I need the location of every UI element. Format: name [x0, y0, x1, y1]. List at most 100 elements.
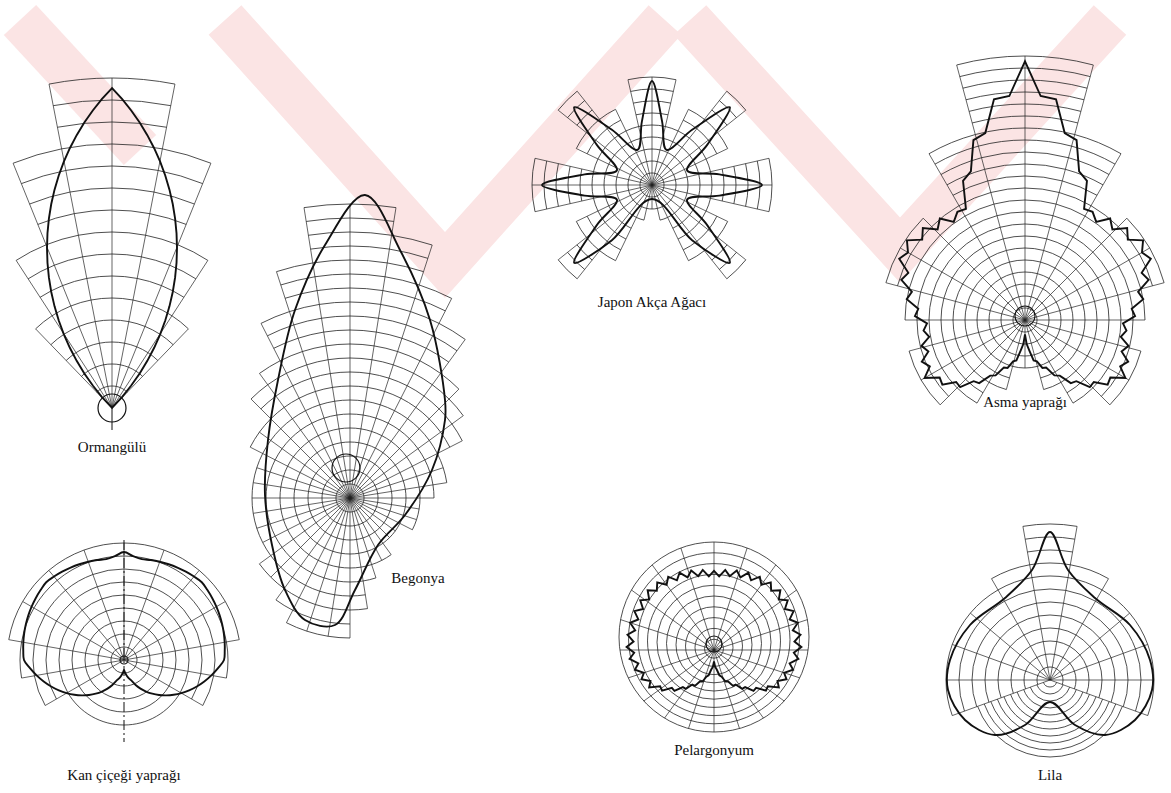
grid-arc — [286, 623, 306, 631]
grid-arc — [180, 628, 188, 649]
grid-arc — [350, 218, 394, 221]
grid-arc — [1070, 646, 1080, 655]
grid-arc — [952, 362, 965, 379]
grid-ray — [652, 185, 772, 186]
grid-arc — [998, 680, 1001, 698]
grid-arc — [370, 478, 373, 481]
grid-arc — [1031, 297, 1037, 299]
grid-arc — [1110, 630, 1124, 653]
grid-arc — [99, 342, 112, 343]
grid-arc — [350, 553, 359, 555]
grid-arc — [331, 535, 337, 538]
grid-arc — [281, 419, 293, 429]
grid-arc — [136, 658, 137, 663]
grid-arc — [112, 78, 175, 84]
grid-ray — [644, 650, 714, 701]
grid-arc — [1001, 274, 1013, 279]
grid-rays — [620, 542, 808, 732]
grid-arc — [1028, 330, 1031, 331]
grid-arc — [974, 258, 989, 269]
grid-arc — [616, 177, 618, 185]
grid-arc — [959, 680, 964, 711]
grid-arc — [1043, 641, 1057, 643]
grid-arc — [704, 237, 717, 250]
grid-arc — [111, 658, 112, 663]
grid-arc — [978, 140, 1025, 146]
grid-arc — [1019, 330, 1022, 331]
grid-arc — [28, 265, 54, 279]
grid-arc — [952, 261, 965, 278]
grid-ray — [923, 218, 1025, 320]
grid-arc — [369, 532, 375, 535]
grid-arc — [628, 180, 630, 185]
grid-arc — [294, 318, 322, 325]
grid-ray — [952, 644, 1050, 680]
grid-arc — [944, 278, 952, 298]
grid-ray — [124, 550, 164, 660]
grid-arc — [387, 479, 390, 485]
grid-arc — [85, 653, 87, 667]
grid-arc — [387, 263, 423, 272]
grid-arc — [1004, 332, 1008, 337]
grid-arc — [300, 523, 305, 530]
grid-arc — [596, 129, 607, 140]
grid-arc — [959, 649, 964, 680]
grid-arc — [1025, 152, 1068, 158]
grid-arc — [112, 210, 150, 214]
grid-arc — [687, 185, 689, 193]
grid-arc — [675, 180, 677, 185]
grid-ray — [23, 602, 124, 661]
grid-arc — [1025, 200, 1056, 204]
grid-arc — [594, 198, 598, 211]
grid-arc — [674, 190, 676, 195]
grid-arc — [644, 149, 652, 151]
grid-arc — [600, 251, 616, 261]
grid-arc — [1040, 669, 1043, 672]
grid-arc — [1127, 218, 1150, 248]
grid-arc — [1017, 328, 1019, 330]
grid-ray — [350, 498, 417, 520]
grid-ray — [350, 298, 452, 498]
grid-arc — [350, 260, 387, 263]
grid-arc — [544, 161, 547, 185]
grid-arc — [1050, 338, 1056, 345]
grid-arc — [337, 538, 343, 540]
grid-arc — [1041, 262, 1055, 268]
grid-ray — [112, 163, 211, 408]
grid-arc — [659, 192, 661, 194]
grid-arc — [1023, 524, 1077, 526]
grid-ray — [350, 416, 463, 498]
grid-arc — [292, 411, 305, 419]
grid-arc — [141, 257, 169, 265]
grid-arc — [992, 565, 1030, 579]
grid-arc — [350, 525, 354, 526]
grid-arc — [671, 195, 674, 200]
grid-ray — [652, 77, 653, 185]
grid-arc — [439, 323, 465, 339]
grid-arc — [687, 177, 689, 185]
grid-arc — [166, 610, 181, 627]
grid-arc — [343, 539, 350, 541]
grid-arc — [282, 547, 291, 557]
grid-arc — [1150, 248, 1164, 283]
grid-arc — [722, 169, 724, 185]
grid-arc — [641, 190, 642, 192]
grid-arc — [746, 185, 748, 206]
grid-arc — [1046, 308, 1048, 314]
grid-arc — [576, 221, 586, 237]
grid-ray — [271, 498, 350, 577]
grid-arc — [354, 525, 358, 526]
grid-arc — [309, 485, 311, 491]
grid-arc — [1066, 590, 1096, 601]
grid-ray — [714, 542, 715, 650]
grid-arc — [73, 669, 79, 686]
grid-ray — [49, 570, 124, 660]
grid-arc — [586, 119, 599, 132]
grid-arc — [689, 138, 699, 148]
grid-arc — [292, 577, 305, 585]
grid-arc — [111, 654, 113, 658]
grid-arc — [1011, 667, 1013, 680]
grid-arc — [576, 133, 586, 149]
grid-arc — [164, 550, 199, 570]
grid-arc — [973, 350, 983, 362]
